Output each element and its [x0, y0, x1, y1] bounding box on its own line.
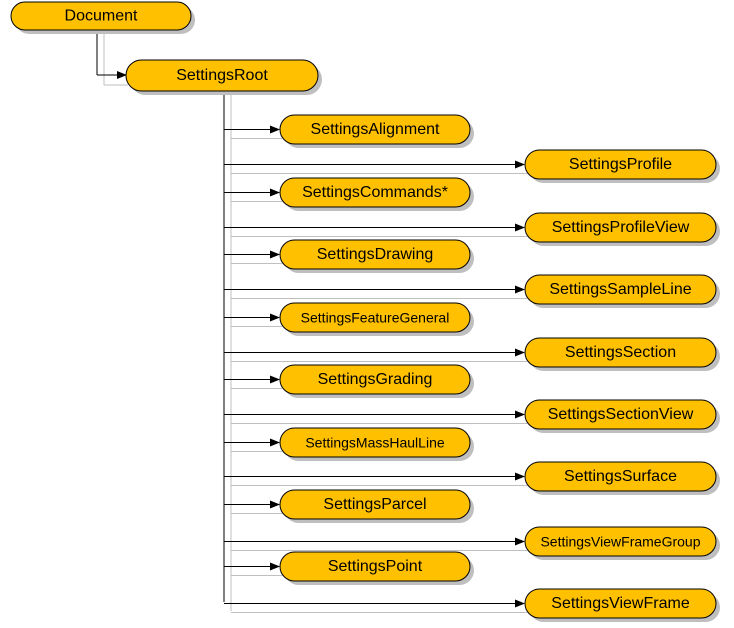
node-settingssection: SettingsSection — [524, 337, 720, 371]
node-box — [524, 274, 717, 305]
node-box — [279, 489, 471, 520]
node-label: SettingsRoot — [176, 67, 268, 84]
node-settingsparcel: SettingsParcel — [279, 489, 474, 523]
node-label: SettingsViewFrame — [551, 595, 690, 612]
node-box — [125, 59, 319, 92]
node-box — [279, 551, 471, 582]
node-settingsprofile: SettingsProfile — [524, 149, 720, 183]
node-label: SettingsGrading — [318, 371, 433, 388]
node-label: Document — [65, 8, 138, 25]
connectors — [96, 30, 527, 613]
nodes: DocumentSettingsRootSettingsAlignmentSet… — [10, 1, 720, 622]
node-box — [279, 177, 471, 208]
node-label: SettingsProfile — [569, 156, 672, 173]
node-settingsviewframe: SettingsViewFrame — [524, 588, 720, 622]
node-box — [279, 114, 471, 145]
node-box — [524, 399, 717, 430]
node-label: SettingsViewFrameGroup — [540, 534, 700, 550]
node-settingsfeaturegeneral: SettingsFeatureGeneral — [279, 302, 474, 336]
node-box — [279, 239, 471, 270]
node-box — [524, 212, 717, 243]
node-settingsgrading: SettingsGrading — [279, 364, 474, 398]
node-box — [524, 337, 717, 368]
node-settingspoint: SettingsPoint — [279, 551, 474, 585]
node-settingsviewframegroup: SettingsViewFrameGroup — [524, 526, 720, 560]
node-label: SettingsCommands* — [302, 184, 448, 201]
node-box — [524, 588, 717, 619]
node-box — [524, 526, 717, 557]
node-box — [524, 149, 717, 180]
node-box — [279, 427, 471, 458]
node-settingsdrawing: SettingsDrawing — [279, 239, 474, 273]
node-label: SettingsDrawing — [317, 246, 434, 263]
node-box — [279, 364, 471, 395]
node-box — [524, 461, 717, 492]
node-settingsmasshaulline: SettingsMassHaulLine — [279, 427, 474, 461]
node-box — [10, 1, 192, 31]
node-label: SettingsSurface — [564, 468, 677, 485]
node-label: SettingsSectionView — [548, 406, 694, 423]
node-label: SettingsPoint — [328, 558, 423, 575]
node-label: SettingsParcel — [323, 496, 426, 513]
node-label: SettingsFeatureGeneral — [301, 310, 450, 326]
node-settingssurface: SettingsSurface — [524, 461, 720, 495]
node-settingssampleline: SettingsSampleLine — [524, 274, 720, 308]
node-label: SettingsMassHaulLine — [305, 435, 445, 451]
node-label: SettingsSection — [565, 344, 676, 361]
node-settingssectionview: SettingsSectionView — [524, 399, 720, 433]
node-document: Document — [10, 1, 195, 34]
node-label: SettingsSampleLine — [549, 281, 691, 298]
node-settingscommands: SettingsCommands* — [279, 177, 474, 211]
node-label: SettingsProfileView — [552, 219, 690, 236]
node-settingsalignment: SettingsAlignment — [279, 114, 474, 148]
node-box — [279, 302, 471, 333]
node-settings-root: SettingsRoot — [125, 59, 322, 95]
node-settingsprofileview: SettingsProfileView — [524, 212, 720, 246]
node-label: SettingsAlignment — [311, 121, 441, 138]
